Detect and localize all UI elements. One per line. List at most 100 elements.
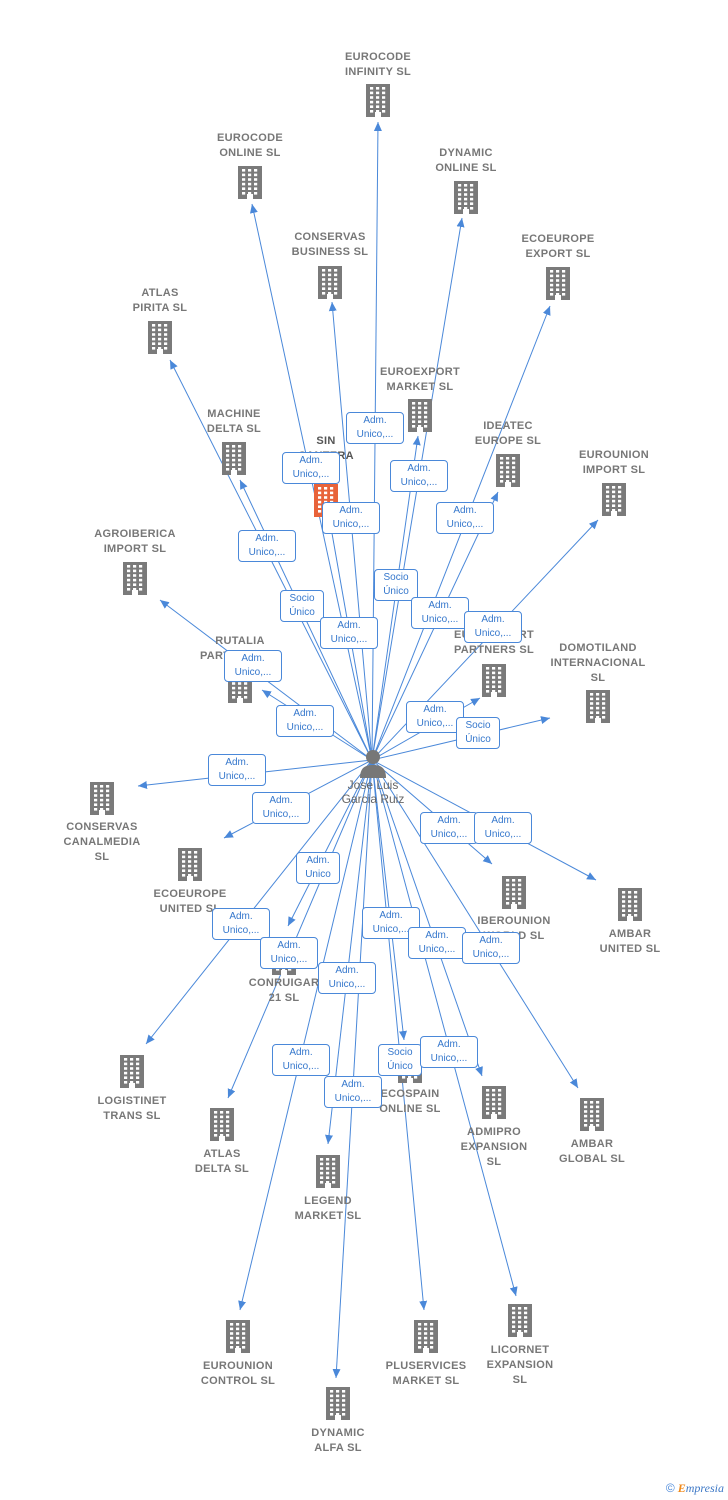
role-label[interactable]: Adm. Unico,...: [420, 812, 478, 844]
building-icon: [148, 321, 172, 354]
company-node-dynamic-alfa[interactable]: DYNAMIC ALFA SL: [273, 1386, 403, 1456]
company-node-conservas-business[interactable]: CONSERVAS BUSINESS SL: [265, 230, 395, 299]
company-name: DOMOTILAND INTERNACIONAL SL: [550, 642, 646, 684]
person-icon: [360, 750, 386, 778]
building-icon: [366, 84, 390, 117]
role-label[interactable]: Adm. Unico,...: [208, 754, 266, 786]
building-icon: [482, 664, 506, 697]
role-label[interactable]: Adm. Unico,...: [252, 792, 310, 824]
role-label[interactable]: Adm. Unico,...: [474, 812, 532, 844]
role-label[interactable]: Adm. Unico,...: [462, 932, 520, 964]
building-icon: [123, 562, 147, 595]
role-label[interactable]: Adm. Unico,...: [324, 1076, 382, 1108]
role-label[interactable]: Adm. Unico,...: [238, 530, 296, 562]
role-label[interactable]: Socio Único: [456, 717, 500, 749]
company-name: LEGEND MARKET SL: [294, 1195, 362, 1222]
company-name: EUROEXPORT MARKET SL: [379, 366, 460, 393]
building-icon: [222, 442, 246, 475]
company-name: EUROUNION IMPORT SL: [579, 449, 649, 476]
building-icon: [454, 181, 478, 214]
company-node-ecoeurope-united[interactable]: ECOEUROPE UNITED SL: [125, 847, 255, 917]
building-icon: [90, 782, 114, 815]
company-node-legend-market[interactable]: LEGEND MARKET SL: [263, 1154, 393, 1224]
company-name: LICORNET EXPANSION SL: [486, 1344, 554, 1386]
company-node-dynamic-online[interactable]: DYNAMIC ONLINE SL: [401, 146, 531, 214]
building-icon: [238, 166, 262, 199]
role-label[interactable]: Adm. Unico,...: [408, 927, 466, 959]
company-name: DYNAMIC ONLINE SL: [435, 147, 497, 174]
company-name: ATLAS PIRITA SL: [132, 287, 188, 314]
edge-atlas-delta: [227, 759, 373, 1099]
role-label[interactable]: Adm. Unico,...: [436, 502, 494, 534]
role-label[interactable]: Adm. Unico,...: [322, 502, 380, 534]
company-node-agroiberica-import[interactable]: AGROIBERICA IMPORT SL: [70, 527, 200, 595]
company-node-licornet-expansion[interactable]: LICORNET EXPANSION SL: [455, 1303, 585, 1388]
company-name: MACHINE DELTA SL: [206, 408, 262, 435]
edge-licornet-expansion: [371, 759, 518, 1297]
company-name: EUROCODE ONLINE SL: [217, 132, 283, 159]
company-name: AMBAR UNITED SL: [599, 928, 661, 955]
role-label[interactable]: Adm. Unico,...: [276, 705, 334, 737]
company-node-euroexport-market[interactable]: EUROEXPORT MARKET SL: [355, 365, 485, 432]
company-node-conservas-canalmedia[interactable]: CONSERVAS CANALMEDIA SL: [37, 781, 167, 865]
company-name: IDEATEC EUROPE SL: [474, 420, 542, 447]
building-icon: [546, 267, 570, 300]
role-label[interactable]: Adm. Unico,...: [411, 597, 469, 629]
company-node-ecoeurope-export[interactable]: ECOEUROPE EXPORT SL: [493, 232, 623, 300]
company-node-pluservices-market[interactable]: PLUSERVICES MARKET SL: [361, 1319, 491, 1389]
company-node-ideatec-europe[interactable]: IDEATEC EUROPE SL: [443, 419, 573, 487]
company-name: CONSERVAS CANALMEDIA SL: [63, 821, 141, 863]
brand-footer[interactable]: ©Empresia: [666, 1481, 724, 1496]
company-node-atlas-delta[interactable]: ATLAS DELTA SL: [157, 1107, 287, 1177]
role-label[interactable]: Adm. Unico,...: [420, 1036, 478, 1068]
building-icon: [580, 1098, 604, 1131]
company-name: LOGISTINET TRANS SL: [97, 1095, 167, 1122]
company-node-logistinet-trans[interactable]: LOGISTINET TRANS SL: [67, 1054, 197, 1124]
building-icon: [602, 483, 626, 516]
company-node-domotiland-internacional[interactable]: DOMOTILAND INTERNACIONAL SL: [533, 641, 663, 723]
role-label[interactable]: Adm. Unico,...: [346, 412, 404, 444]
company-node-eurounion-control[interactable]: EUROUNION CONTROL SL: [173, 1319, 303, 1389]
role-label[interactable]: Adm. Unico,...: [390, 460, 448, 492]
company-node-machine-delta[interactable]: MACHINE DELTA SL: [169, 407, 299, 475]
company-node-ambar-united[interactable]: AMBAR UNITED SL: [565, 887, 695, 957]
role-label[interactable]: Adm. Unico,...: [272, 1044, 330, 1076]
role-label[interactable]: Adm. Unico,...: [320, 617, 378, 649]
role-label[interactable]: Socio Único: [378, 1044, 422, 1076]
company-name: EUROCODE INFINITY SL: [344, 51, 412, 78]
company-node-eurounion-import[interactable]: EUROUNION IMPORT SL: [549, 448, 679, 516]
role-label[interactable]: Adm. Unico,...: [318, 962, 376, 994]
building-icon: [502, 876, 526, 909]
edge-logistinet-trans: [145, 759, 373, 1045]
role-label[interactable]: Socio Único: [280, 590, 324, 622]
building-icon: [120, 1055, 144, 1088]
role-label[interactable]: Adm. Unico,...: [212, 908, 270, 940]
company-node-admipro-expansion[interactable]: ADMIPRO EXPANSION SL: [429, 1085, 559, 1170]
role-label[interactable]: Adm. Unico,...: [406, 701, 464, 733]
edge-dynamic-alfa: [332, 759, 373, 1379]
building-icon: [178, 848, 202, 881]
company-name: EUROUNION CONTROL SL: [200, 1360, 276, 1387]
role-label[interactable]: Adm. Unico,...: [464, 611, 522, 643]
person-node[interactable]: Jose Luis Garcia Ruiz: [320, 748, 426, 806]
brand-name: mpresia: [685, 1481, 724, 1495]
role-label[interactable]: Adm. Unico: [296, 852, 340, 884]
company-node-eurocode-online[interactable]: EUROCODE ONLINE SL: [185, 131, 315, 199]
building-icon: [496, 454, 520, 487]
role-label[interactable]: Adm. Unico,...: [282, 452, 340, 484]
company-node-eurocode-infinity[interactable]: EUROCODE INFINITY SL: [313, 50, 443, 117]
company-name: CONRUIGAR 21 SL: [248, 977, 320, 1004]
company-name: PLUSERVICES MARKET SL: [385, 1360, 467, 1387]
company-node-atlas-pirita[interactable]: ATLAS PIRITA SL: [95, 286, 225, 354]
building-icon: [482, 1086, 506, 1119]
role-label[interactable]: Adm. Unico,...: [260, 937, 318, 969]
role-label[interactable]: Socio Único: [374, 569, 418, 601]
company-node-ambar-global[interactable]: AMBAR GLOBAL SL: [527, 1097, 657, 1167]
edge-eurounion-control: [238, 759, 373, 1311]
role-label[interactable]: Adm. Unico,...: [224, 650, 282, 682]
edge-conruigar-21: [287, 759, 373, 927]
building-icon: [508, 1304, 532, 1337]
edge-pluservices-market: [371, 759, 428, 1311]
company-name: DYNAMIC ALFA SL: [311, 1427, 365, 1454]
